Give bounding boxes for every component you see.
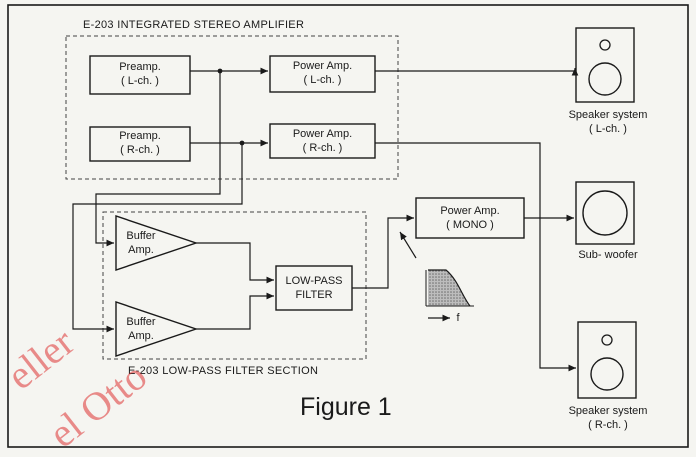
speaker-r-label: Speaker system ( R-ch. )	[568, 405, 648, 431]
power-amp-r-label: Power Amp. ( R-ch. )	[292, 128, 353, 154]
power-amp-r-block	[269, 123, 376, 159]
buffer-amp-2-label: Buffer Amp.	[126, 316, 156, 342]
subwoofer-label: Sub- woofer	[578, 249, 638, 261]
filter-section-title: E-203 LOW-PASS FILTER SECTION	[128, 365, 319, 377]
figure-caption: Figure 1	[300, 393, 392, 421]
subwoofer-icon	[575, 181, 635, 245]
power-amp-l-label: Power Amp. ( L-ch. )	[292, 60, 353, 86]
amp-section-frame	[65, 35, 399, 180]
filter-response-graph	[425, 269, 474, 322]
speaker-r-icon	[577, 321, 637, 399]
buffer-amp-1-triangle	[115, 215, 199, 271]
amp-section-title: E-203 INTEGRATED STEREO AMPLIFIER	[83, 19, 305, 31]
preamp-l-label: Preamp. ( L-ch. )	[119, 61, 161, 87]
buffer-amp-1-label: Buffer Amp.	[126, 230, 156, 256]
power-amp-mono-label: Power Amp. ( MONO )	[440, 205, 500, 231]
power-amp-l-block	[269, 55, 376, 93]
preamp-r-block	[89, 126, 191, 162]
filter-section-frame	[102, 211, 367, 360]
speaker-l-icon	[575, 27, 635, 103]
signal-lines	[72, 67, 579, 372]
speaker-l-label: Speaker system ( L-ch. )	[568, 109, 648, 135]
preamp-l-block	[89, 55, 191, 95]
buffer-amp-2-triangle	[115, 301, 199, 357]
low-pass-filter-label: LOW-PASS FILTER	[285, 275, 343, 301]
junction-dot-l	[217, 68, 223, 74]
preamp-r-label: Preamp. ( R-ch. )	[119, 130, 161, 156]
frequency-axis-label: f	[456, 312, 460, 324]
figure-border	[7, 4, 689, 448]
junction-dot-r	[239, 140, 245, 146]
